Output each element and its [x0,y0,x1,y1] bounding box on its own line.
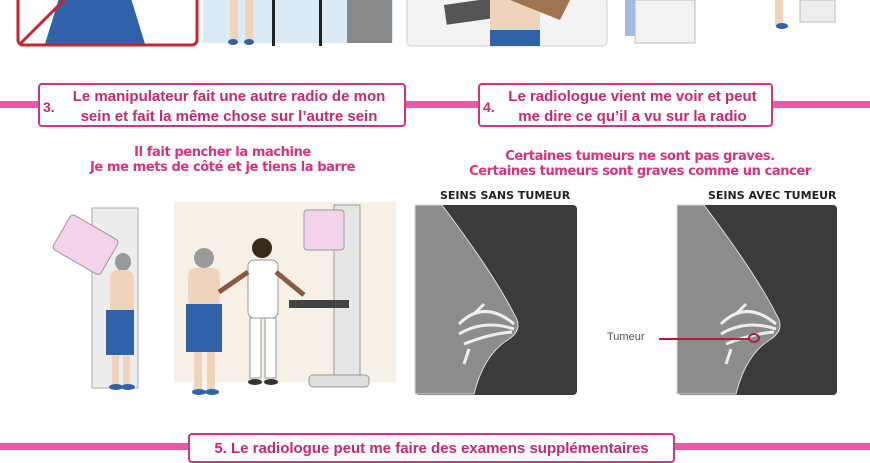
tumor-label: Tumeur [607,331,645,343]
divider-bar [0,443,190,450]
radiographer-scene-illustration [174,202,396,395]
step-line: Le radiologue vient me voir et peut [508,88,757,105]
step-number: 4. [483,99,495,115]
step-3-caption: Il fait pencher la machine Je me mets de… [60,145,385,175]
divider-bar [404,101,480,108]
caption-line: Certaines tumeurs ne sont pas graves. [505,149,775,164]
divider-bar [673,443,870,450]
caption-line: Certaines tumeurs sont graves comme un c… [469,164,811,179]
xray-left-title: SEINS SANS TUMEUR [440,189,571,202]
step-line: Le manipulateur fait une autre radio de … [72,88,386,105]
step-line: sein et fait la même chose sur l’autre s… [80,108,378,125]
caption-line: Il fait pencher la machine [134,145,311,160]
tilted-mammography-illustration [52,207,139,390]
xray-right-title: SEINS AVEC TUMEUR [708,189,837,202]
step-3-heading: 3. Le manipulateur fait une autre radio … [38,83,406,127]
step-4-caption: Certaines tumeurs ne sont pas graves. Ce… [440,149,840,179]
divider-bar [0,101,40,108]
step-5-heading: 5. Le radiologue peut me faire des exame… [188,433,675,463]
top-illustration-strip [0,0,870,48]
step-4-heading: 4. Le radiologue vient me voir et peut m… [478,83,773,127]
top-illustrations [16,0,836,47]
step-line: me dire ce qu’il a vu sur la radio [518,108,747,125]
xray-without-tumor [414,204,577,395]
caption-line: Je me mets de côté et je tiens la barre [90,160,355,175]
tumor-pointer-line [659,338,750,340]
step-number: 3. [43,99,55,115]
xray-with-tumor [676,204,837,395]
divider-bar [771,101,870,108]
